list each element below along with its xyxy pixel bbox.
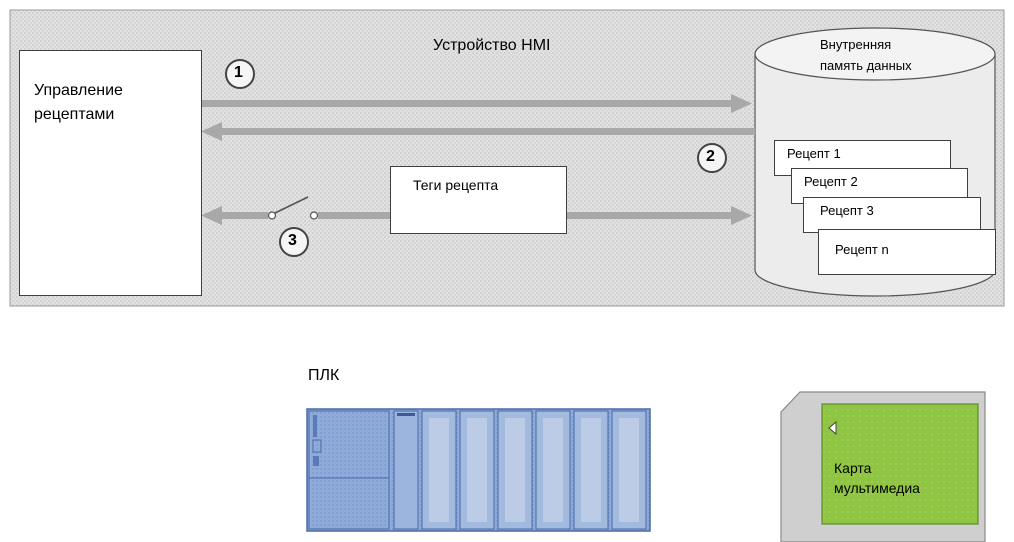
marker-2-label: 2 [706,148,715,165]
hmi-title: Устройство HMI [433,37,551,54]
marker-1-label: 1 [234,64,243,81]
memory-card-icon [780,391,986,542]
recipe-card-label: Рецепт 3 [820,203,874,218]
recipe-management-label: Управление рецептами [34,82,123,123]
marker-2-circle [697,143,727,173]
plc-label: ПЛК [308,367,340,384]
memory-label: Внутренняя память данных [820,37,912,73]
recipe-card-label: Рецепт 2 [804,174,858,189]
arrow-2-left [201,122,755,141]
recipe-tags-label: Теги рецепта [413,177,499,193]
marker-3-circle [279,227,309,257]
arrow-3-left [201,206,390,225]
marker-3-label: 3 [288,232,297,249]
recipe-tags-box: Теги рецепта [390,166,567,234]
arrow-tags-right [565,206,752,225]
memory-card-label: Карта мультимедиа [834,460,920,496]
arrow-1-right [201,94,752,113]
recipe-management-box: Управление рецептами [19,50,202,296]
recipe-card-n: Рецепт n [818,229,996,275]
recipe-card-label: Рецепт n [835,242,889,257]
recipe-card-label: Рецепт 1 [787,146,841,161]
switch-icon [267,196,319,220]
marker-1-circle [225,59,255,89]
plc-rack [306,408,651,532]
recipe-card-3: Рецепт 3 [803,197,981,233]
